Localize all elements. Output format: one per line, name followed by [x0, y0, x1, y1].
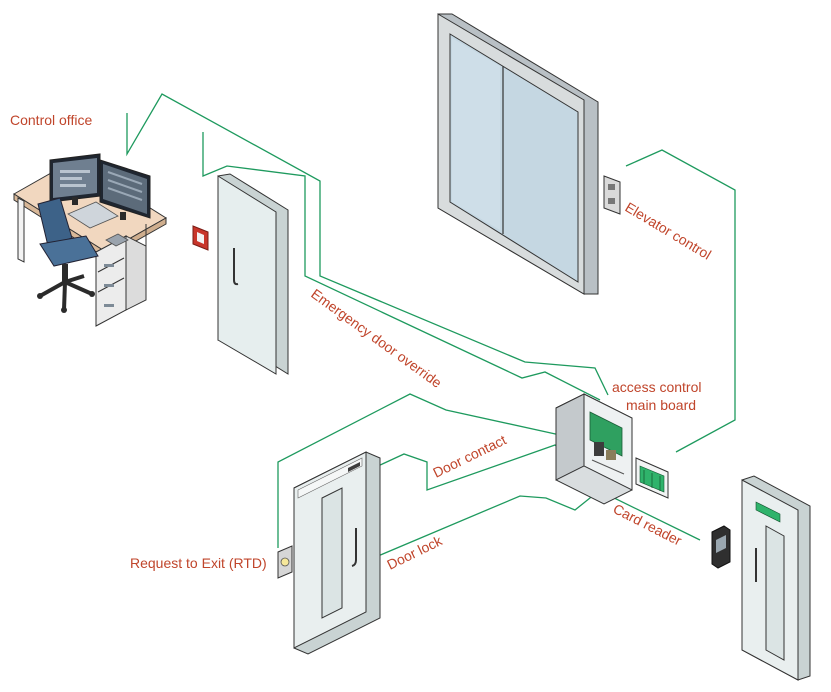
label-card-reader: Card reader	[611, 500, 685, 548]
exit-door-icon	[741, 475, 811, 681]
label-emergency-override: Emergency door override	[308, 285, 445, 390]
request-to-exit-button-icon	[277, 545, 293, 579]
controlled-door-icon	[293, 451, 381, 655]
wiring	[126, 93, 736, 557]
label-main-board-line1: access control	[612, 379, 701, 395]
label-door-contact: Door contact	[430, 431, 508, 480]
desk-computer-icon	[13, 153, 167, 327]
emergency-override-button-icon	[192, 225, 209, 251]
label-control-office: Control office	[10, 112, 92, 128]
keypad-icon	[635, 457, 669, 499]
wire-elevator	[625, 149, 736, 453]
wire-office-main	[126, 93, 609, 396]
label-elevator-control: Elevator control	[622, 199, 714, 263]
wire-office-override	[202, 132, 601, 401]
card-reader-icon	[711, 525, 731, 569]
emergency-door-icon	[217, 173, 289, 375]
label-request-to-exit: Request to Exit (RTD)	[130, 555, 267, 571]
elevator-icon	[437, 13, 599, 295]
control-panel-icon	[555, 393, 633, 505]
label-main-board-line2: main board	[626, 397, 696, 413]
label-door-lock: Door lock	[384, 532, 445, 573]
wire-rtd	[277, 393, 561, 548]
elevator-control-panel-icon	[603, 175, 621, 215]
